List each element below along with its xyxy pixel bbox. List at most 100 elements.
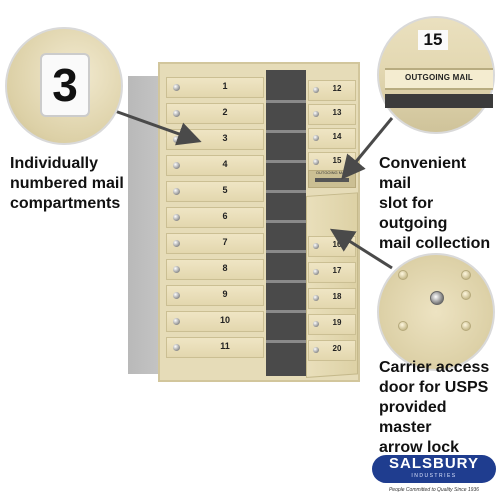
caption-line: Individually: [10, 155, 99, 172]
compartment-door: 14: [308, 128, 356, 149]
outgoing-door-number: 15: [418, 30, 448, 50]
door-lock-icon: [173, 344, 180, 351]
compartment-door: 18: [308, 288, 356, 309]
arrow-compartment: [111, 108, 202, 146]
rivet: [461, 290, 471, 300]
interior-shelf: [266, 280, 306, 283]
interior-shelf: [266, 310, 306, 313]
caption-line: door for USPS: [379, 379, 489, 396]
door-lock-icon: [313, 111, 319, 117]
compartment-door: 12: [308, 80, 356, 101]
interior-shelf: [266, 190, 306, 193]
interior-shelf: [266, 100, 306, 103]
compartment-door: 1: [166, 77, 264, 98]
rivet: [398, 270, 408, 280]
caption-line: Convenient mail: [379, 155, 467, 192]
door-lock-icon: [173, 318, 180, 325]
compartment-door: 6: [166, 207, 264, 228]
door-lock-icon: [173, 292, 180, 299]
door-number: 13: [332, 108, 342, 117]
interior-shelf: [266, 130, 306, 133]
rivet: [398, 321, 408, 331]
compartment-door: 11: [166, 337, 264, 358]
door-lock-icon: [313, 87, 319, 93]
door-number: 17: [332, 266, 342, 275]
door-lock-icon: [313, 135, 319, 141]
salsbury-logo: SALSBURY INDUSTRIES: [372, 455, 496, 483]
door-lock-icon: [313, 321, 319, 327]
door-number: 6: [222, 211, 228, 221]
interior-shelf: [266, 220, 306, 223]
door-lock-icon: [313, 159, 319, 165]
arrow-outgoing-slot: [341, 117, 394, 180]
door-number: 8: [222, 263, 228, 273]
compartment-door: 13: [308, 104, 356, 125]
compartment-door: 10: [166, 311, 264, 332]
door-number: 18: [332, 292, 342, 301]
compartment-door: 8: [166, 259, 264, 280]
door-lock-icon: [173, 162, 180, 169]
compartments-caption: Individually numbered mail compartments: [10, 154, 150, 214]
compartment-door: 4: [166, 155, 264, 176]
compartment-number-plate: 3: [40, 53, 90, 117]
compartment-door: 20: [308, 340, 356, 361]
rivet: [461, 270, 471, 280]
carrier-lock-zoom: [377, 253, 495, 371]
door-number: 3: [222, 133, 228, 143]
caption-line: mail collection: [379, 235, 491, 252]
door-lock-icon: [173, 188, 180, 195]
carrier-door-caption: Carrier access door for USPS provided ma…: [379, 358, 499, 458]
compartment-door: 7: [166, 233, 264, 254]
compartment-door: 17: [308, 262, 356, 283]
door-number: 5: [222, 185, 228, 195]
master-arrow-lock-icon: [430, 291, 444, 305]
door-lock-icon: [313, 243, 319, 249]
outgoing-slot-caption: Convenient mail slot for outgoing mail c…: [379, 154, 499, 254]
door-lock-icon: [173, 240, 180, 247]
rivet: [461, 321, 471, 331]
compartment-door: 5: [166, 181, 264, 202]
slot-label: OUTGOING MAIL: [315, 170, 349, 175]
caption-line: provided master: [379, 399, 447, 436]
compartment-door: 9: [166, 285, 264, 306]
door-lock-icon: [173, 110, 180, 117]
caption-line: Carrier access: [379, 359, 490, 376]
interior-shelf: [266, 250, 306, 253]
logo-tagline: People Committed to Quality Since 1936: [388, 487, 480, 493]
outgoing-label-strip: [385, 68, 493, 90]
slot-opening: [315, 178, 349, 182]
door-lock-icon: [313, 295, 319, 301]
door-number: 4: [222, 159, 228, 169]
door-number: 14: [332, 132, 342, 141]
door-number: 1: [222, 81, 228, 91]
compartment-door: 2: [166, 103, 264, 124]
door-number: 11: [220, 341, 230, 351]
door-number: 7: [222, 237, 228, 247]
outgoing-slot-opening: [385, 94, 493, 108]
door-number: 9: [222, 289, 228, 299]
door-number: 19: [332, 318, 342, 327]
door-lock-icon: [173, 214, 180, 221]
door-lock-icon: [173, 266, 180, 273]
compartment-door: 19: [308, 314, 356, 335]
door-number: 10: [219, 315, 230, 325]
logo-subtitle: INDUSTRIES: [411, 473, 457, 479]
caption-line: compartments: [10, 195, 121, 212]
door-lock-icon: [313, 347, 319, 353]
logo-name: SALSBURY: [389, 455, 479, 472]
caption-line: slot for outgoing: [379, 195, 448, 232]
mailbox-interior: [266, 70, 306, 376]
door-number: 20: [332, 344, 342, 353]
outgoing-mail-label: OUTGOING MAIL: [405, 73, 473, 82]
caption-line: arrow lock: [379, 439, 460, 456]
door-number: 15: [332, 156, 342, 165]
door-lock-icon: [313, 269, 319, 275]
interior-shelf: [266, 340, 306, 343]
door-number: 2: [222, 107, 228, 117]
door-number: 12: [332, 84, 342, 93]
door-lock-icon: [173, 84, 180, 91]
interior-shelf: [266, 160, 306, 163]
arrow-carrier-lock: [329, 228, 393, 270]
